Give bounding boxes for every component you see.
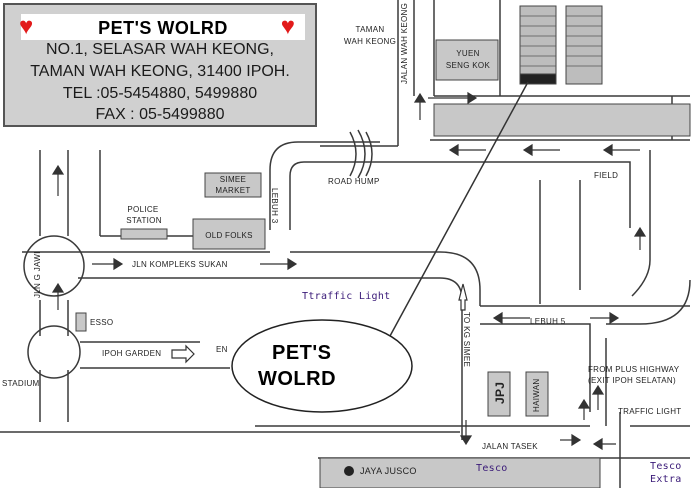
label-jpj: JPJ	[493, 381, 507, 404]
roundabout-ring	[23, 235, 85, 297]
building-blocks	[75, 5, 691, 488]
label-from-plus-highway: FROM PLUS HIGHWAY	[588, 365, 680, 374]
heart-icon: ♥	[280, 13, 295, 40]
address-line-1: NO.1, SELASAR WAH KEONG,	[46, 41, 274, 58]
label-station: STATION	[126, 216, 162, 225]
label-en: EN	[216, 345, 228, 354]
road-edge	[290, 251, 481, 306]
label-exit-ipoh-selatan: (EXIT IPOH SELATAN)	[588, 376, 676, 385]
road-edge	[480, 323, 591, 412]
label-police: POLICE	[127, 205, 159, 214]
road-hump-mark	[357, 129, 366, 179]
hollow-arrow-ipoh-garden	[171, 344, 195, 364]
label-market: MARKET	[215, 186, 251, 195]
building-tower-1	[519, 5, 557, 85]
hollow-arrows	[171, 283, 468, 364]
jaya-jusco-dot	[344, 466, 354, 476]
road-edge	[269, 141, 380, 230]
label-field: FIELD	[594, 171, 619, 180]
label-jalan-tasek: JALAN TASEK	[482, 442, 538, 451]
brand-banner: ♥ PET'S WOLRD ♥	[19, 13, 305, 40]
building-jaya-jusco	[319, 457, 601, 488]
pets-world-oval	[231, 319, 413, 413]
label-traffic-light-2: TRAFFIC LIGHT	[618, 407, 682, 416]
brand-title: PET'S WOLRD	[98, 18, 228, 38]
building-haiwan	[525, 371, 549, 417]
label-tesco-extra-1: Tesco	[650, 461, 682, 472]
roundabout-ring	[27, 325, 81, 379]
road-edge	[289, 161, 430, 230]
building-marker-dark	[519, 73, 557, 85]
address-line-2: TAMAN WAH KEONG, 31400 IPOH.	[30, 63, 290, 80]
label-wah-keong: WAH KEONG	[343, 37, 397, 46]
telephone: TEL :05-5454880, 5499880	[62, 85, 258, 102]
direction-arrows	[51, 91, 647, 451]
label-jln-g-jawi: JLN G JAWI	[33, 251, 42, 298]
building-old-folks	[192, 218, 266, 250]
building-long-block	[433, 103, 691, 137]
label-old-folks: OLD FOLKS	[205, 231, 253, 240]
label-traffic-light-1: Ttraffic Light	[302, 291, 391, 302]
label-taman: TAMAN	[355, 25, 385, 34]
label-jaya-jusco: JAYA JUSCO	[360, 466, 417, 476]
pointer-line	[389, 81, 529, 337]
label-stadium: STADIUM	[2, 379, 40, 388]
road-edge	[606, 279, 691, 325]
hollow-arrow-kg-simee	[458, 283, 468, 311]
label-tesco-extra-2: Extra	[650, 474, 682, 485]
road-edge	[430, 161, 631, 228]
building-tower-2	[565, 5, 603, 85]
road-edge	[631, 150, 651, 297]
tower-stripes	[520, 15, 602, 67]
address-box: ♥ PET'S WOLRD ♥ NO.1, SELASAR WAH KEONG,…	[3, 3, 317, 127]
oval-label-line-1: PET'S	[272, 342, 332, 364]
label-jln-kompleks-sukan: JLN KOMPLEKS SUKAN	[132, 260, 228, 269]
label-road-hump: ROAD HUMP	[328, 177, 380, 186]
label-seng-kok: SENG KOK	[445, 61, 491, 70]
label-jalan-wah-keong: JALAN WAH KEONG	[400, 2, 409, 84]
building-esso	[75, 312, 87, 332]
building-yuen-seng-kok	[435, 39, 499, 81]
label-lebuh-3: LEBUH 3	[270, 188, 279, 224]
label-haiwan: HAIWAN	[532, 378, 541, 412]
building-simee-market	[204, 172, 262, 198]
oval-label-line-2: WOLRD	[258, 368, 337, 390]
label-to-kg-simee: TO KG SIMEE	[462, 312, 471, 368]
building-police-station	[120, 228, 168, 240]
label-ipoh-garden: IPOH GARDEN	[102, 349, 162, 358]
heart-icon: ♥	[19, 13, 34, 40]
fax: FAX : 05-5499880	[95, 106, 225, 123]
label-lebuh-5: LEBUH 5	[530, 317, 566, 326]
road-hump-mark	[349, 131, 357, 177]
label-tesco: Tesco	[476, 463, 508, 474]
road-hump-mark	[365, 131, 373, 177]
label-esso: ESSO	[90, 318, 114, 327]
label-yuen: YUEN	[456, 49, 480, 58]
label-simee: SIMEE	[219, 175, 247, 184]
building-jpj	[487, 371, 511, 417]
